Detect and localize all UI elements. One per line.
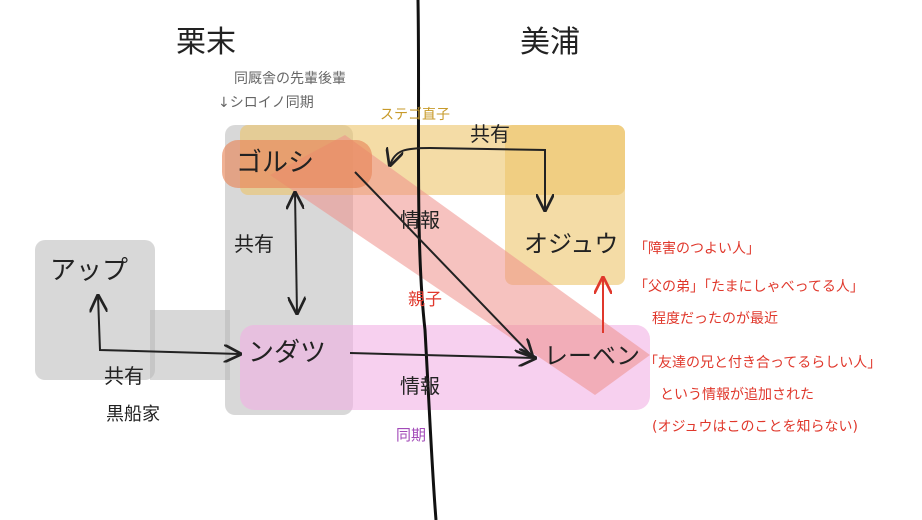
header-right: 美浦 [520,25,580,60]
header-left: 栗末 [176,25,236,60]
label-info-diagonal: 情報 [400,208,440,232]
arrow-golshi-reben [354,171,532,356]
note-1: 「障害のつよい人」 [634,241,760,257]
label-same-year: 同期 [396,426,427,444]
node-golshi: ゴルシ [236,148,315,178]
note-same-year: ↓シロイノ同期 [218,95,314,111]
note-2: 「父の弟」「たまにしゃべってる人」 [634,279,864,295]
label-info-bottom: 情報 [400,374,440,398]
orange-band [222,140,372,188]
arrow-app-ndatsu [98,296,240,354]
divider-line [416,0,438,520]
node-reben: レーベン [544,342,640,370]
label-shared-top: 共有 [470,122,510,146]
label-shared-bottom: 共有 [104,364,144,388]
arrow-golshi-ojiu [390,148,545,210]
arrow-ndatsu-reben [349,353,535,358]
node-ndatsu: ンダツ [248,338,327,368]
label-stable: ステゴ直子 [380,107,450,123]
salmon-diagonal-band [270,135,650,395]
node-ojiu: オジュウ [524,230,619,258]
note-5: という情報が追加された [660,387,814,403]
label-same-owner: 黒船家 [106,404,160,425]
note-4: 「友達の兄と付き合ってるらしい人」 [644,355,882,371]
arrow-golshi-ndatsu [295,193,297,313]
label-shared-left: 共有 [234,232,274,256]
label-parent-child: 親子 [408,290,442,310]
note-6: (オジュウはこのことを知らない) [652,419,858,435]
note-3: 程度だったのが最近 [652,311,778,327]
note-stable-seniors: 同厩舎の先輩後輩 [234,71,346,87]
node-app: アップ [50,256,129,286]
